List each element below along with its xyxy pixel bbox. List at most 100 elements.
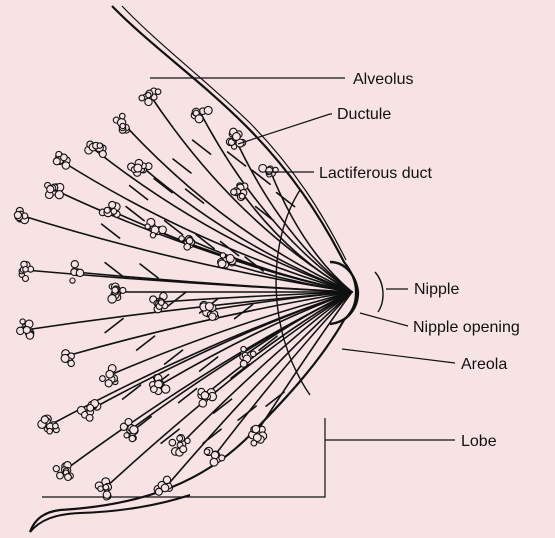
alveolus: [47, 186, 54, 193]
duct-network: [20, 95, 352, 488]
alveolus: [120, 113, 126, 119]
alveolus: [57, 472, 64, 479]
lobe-bracket: [42, 418, 325, 497]
alveolus: [105, 380, 112, 387]
alveolus: [47, 428, 53, 434]
ductule-2: [173, 159, 191, 173]
ductule-22: [137, 336, 155, 350]
nipple-bracket: [375, 272, 383, 312]
alveolus: [134, 164, 142, 172]
alveolus: [53, 158, 60, 165]
alveolus: [231, 189, 237, 195]
ductule-7: [154, 179, 172, 193]
alveolus: [184, 244, 191, 251]
alveolus-cluster-29: [169, 435, 190, 457]
label-nipple-opening: Nipple opening: [413, 319, 520, 336]
alveolus: [112, 287, 118, 293]
alveolus-cluster-6: [85, 141, 107, 157]
alveolus: [120, 287, 126, 293]
alveolus: [150, 233, 155, 238]
label-lactiferous-duct: Lactiferous duct: [319, 165, 433, 182]
alveolus: [100, 376, 106, 382]
alveolus: [109, 201, 116, 208]
alveolus: [87, 405, 94, 412]
ductule-6: [130, 186, 148, 200]
alveolus-cluster-2: [191, 106, 212, 122]
nipple-opening-leader: [360, 313, 408, 326]
alveolus: [106, 370, 114, 378]
alveolus: [201, 392, 209, 400]
ductule-leader: [238, 114, 332, 144]
alveolus: [61, 354, 69, 362]
alveolus: [239, 193, 245, 199]
alveolus: [71, 261, 78, 268]
alveolus-cluster-24: [198, 388, 217, 407]
alveolus-cluster-7: [128, 159, 152, 176]
alveolus-cluster-27: [77, 400, 100, 422]
alveolus-cluster-22: [100, 365, 118, 387]
alveolus-cluster-10: [99, 201, 120, 217]
alveolus: [120, 123, 125, 128]
alveolus: [129, 435, 135, 441]
alveolus: [65, 474, 72, 481]
ductule-1: [193, 140, 211, 154]
alveolus-cluster-1: [113, 113, 129, 133]
alveolus: [139, 95, 145, 101]
alveolus: [204, 449, 210, 455]
alveolus: [226, 255, 234, 263]
alveolus-cluster-17: [108, 283, 126, 303]
alveolus-cluster-3: [226, 128, 245, 149]
alveolus-cluster-30: [204, 447, 225, 466]
alveolus: [155, 488, 162, 495]
alveolus-cluster-26: [38, 415, 59, 434]
alveolus: [41, 416, 48, 423]
ductule-29: [179, 389, 197, 403]
alveolus: [204, 106, 212, 114]
alveolus: [266, 167, 273, 174]
label-alveolus: Alveolus: [353, 71, 413, 88]
alveolus: [151, 386, 158, 393]
alveolus: [62, 162, 69, 169]
alveolus: [145, 98, 152, 105]
alveolus: [250, 351, 256, 357]
alveolus-cluster-28: [120, 419, 138, 442]
alveolus: [23, 267, 29, 273]
alveolus: [205, 303, 213, 311]
alveolus: [211, 451, 218, 458]
alveolus-cluster-32: [53, 462, 73, 481]
alveolus-cluster-31: [249, 425, 267, 446]
alveolus: [180, 446, 187, 453]
alveolus: [103, 484, 109, 490]
chest-wall-line: [30, 495, 190, 532]
alveolus: [145, 224, 150, 229]
ductule-35: [203, 429, 221, 443]
alveolus: [159, 226, 167, 234]
alveolus-cluster-5: [53, 151, 70, 169]
duct-31: [255, 292, 352, 435]
alveolus-cluster-0: [139, 88, 161, 106]
alveolus: [199, 400, 207, 408]
alveolus: [97, 143, 102, 148]
alveolus: [240, 360, 247, 367]
label-ductule: Ductule: [337, 106, 391, 123]
alveolus-cluster-21: [61, 350, 74, 367]
alveolus: [233, 133, 241, 141]
ductule-21: [105, 319, 123, 333]
alveolus: [195, 115, 203, 123]
alveolus: [111, 209, 117, 215]
alveolus: [61, 154, 68, 161]
alveolus: [23, 326, 30, 333]
alveolus: [23, 276, 29, 282]
alveolus: [86, 414, 93, 421]
ductule-30: [214, 399, 232, 413]
alveolus: [252, 425, 260, 433]
alveolus: [146, 92, 151, 97]
alveolus: [103, 491, 110, 498]
alveoli-clusters: [14, 88, 278, 500]
alveolus-cluster-8: [14, 207, 28, 223]
ductule-31: [238, 406, 256, 420]
alveolus: [185, 438, 190, 443]
alveolus: [76, 269, 83, 276]
alveolus: [220, 253, 225, 258]
